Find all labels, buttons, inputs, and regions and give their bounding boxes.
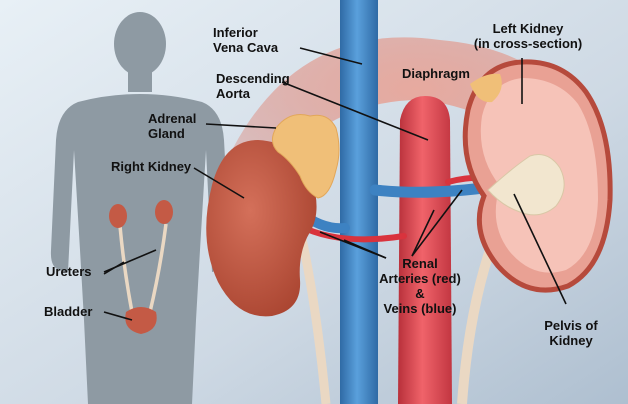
adrenal-gland — [272, 114, 340, 199]
leader-lines — [103, 47, 567, 321]
human-silhouette — [50, 12, 231, 404]
descending-aorta — [398, 96, 452, 404]
right-kidney — [206, 140, 317, 317]
right-ureter — [295, 228, 331, 404]
left-kidney-cross-section — [462, 59, 613, 293]
inferior-vena-cava — [340, 0, 378, 404]
mini-urinary-system — [109, 200, 173, 334]
renal-pelvis — [487, 154, 565, 216]
